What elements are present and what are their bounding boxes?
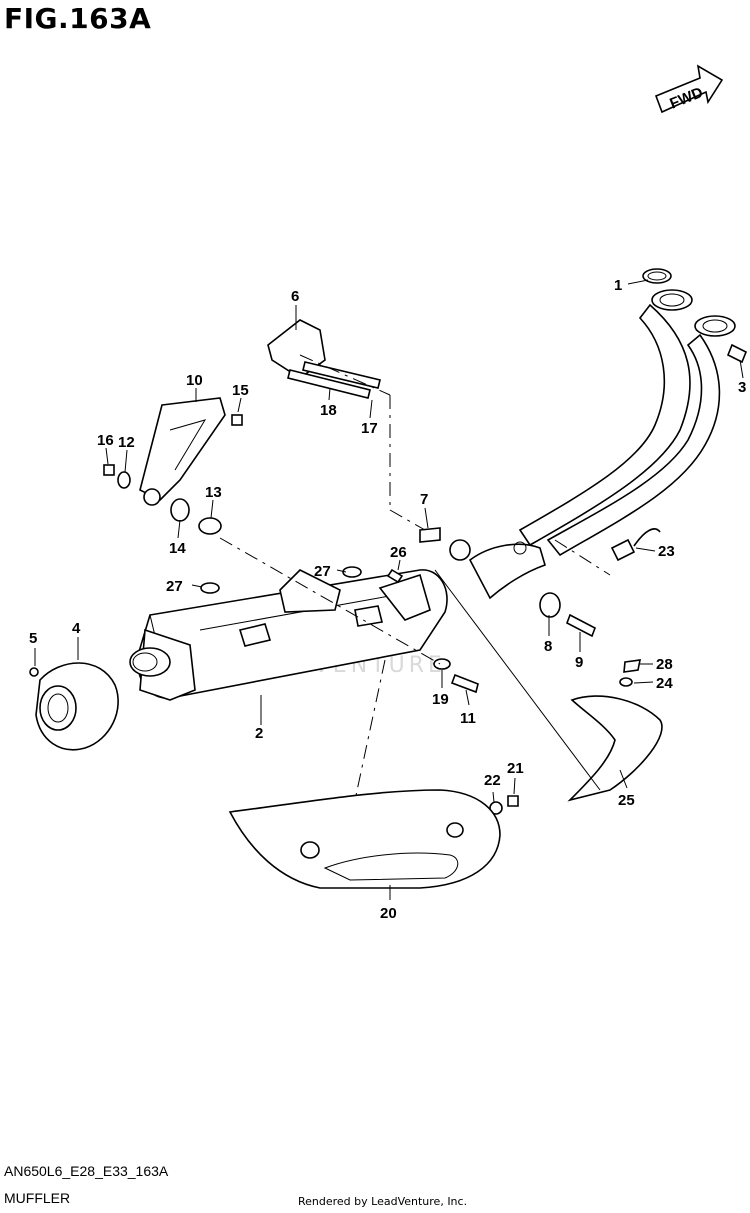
callout-label: 7 (420, 491, 428, 508)
callout-label: 26 (390, 544, 407, 561)
callout-label: 23 (658, 543, 675, 560)
callout-label: 27 (166, 578, 183, 595)
callout-labels: 1 2 3 4 5 6 7 8 9 10 11 12 13 14 15 16 1… (29, 277, 746, 922)
callout-label: 15 (232, 382, 249, 399)
exhaust-pipe-part (449, 268, 736, 600)
callout-label: 27 (314, 563, 331, 580)
callout-label: 8 (544, 638, 552, 655)
alignment-lines (219, 354, 611, 801)
heat-cover-part (228, 789, 501, 889)
callout-label: 3 (738, 379, 746, 396)
bolt-part (103, 343, 748, 815)
callout-label: 1 (614, 277, 622, 294)
callout-label: 18 (320, 402, 337, 419)
end-cap-part (29, 662, 119, 751)
callout-label: 2 (255, 725, 263, 742)
callout-label: 20 (380, 905, 397, 922)
callout-label: 24 (656, 675, 673, 692)
callout-label: 4 (72, 620, 81, 637)
figure-title: FIG.163A (4, 2, 152, 35)
bracket-part (139, 319, 326, 506)
callout-label: 19 (432, 691, 449, 708)
fwd-arrow-icon: FWD (654, 64, 724, 114)
credit-text: Rendered by LeadVenture, Inc. (298, 1195, 468, 1208)
muffler-part (129, 569, 448, 701)
callout-label: 25 (618, 792, 635, 809)
callout-label: 16 (97, 432, 114, 449)
callout-label: 17 (361, 420, 378, 437)
sensor-part (610, 528, 661, 562)
callout-label: 10 (186, 372, 203, 389)
callout-label: 6 (291, 288, 299, 305)
callout-label: 9 (575, 654, 583, 671)
callout-label: 12 (118, 434, 135, 451)
callout-label: 22 (484, 772, 501, 789)
callout-label: 28 (656, 656, 673, 673)
gasket-part (642, 268, 672, 284)
callout-label: 14 (169, 540, 186, 557)
lower-cover-part (567, 695, 663, 802)
leader-lines (34, 279, 744, 900)
figure-code: AN650L6_E28_E33_163A (4, 1163, 169, 1179)
callout-label: 21 (507, 760, 524, 777)
callout-label: 5 (29, 630, 37, 647)
callout-label: 13 (205, 484, 222, 501)
figure-name: MUFFLER (4, 1190, 71, 1206)
callout-label: 11 (460, 710, 476, 727)
